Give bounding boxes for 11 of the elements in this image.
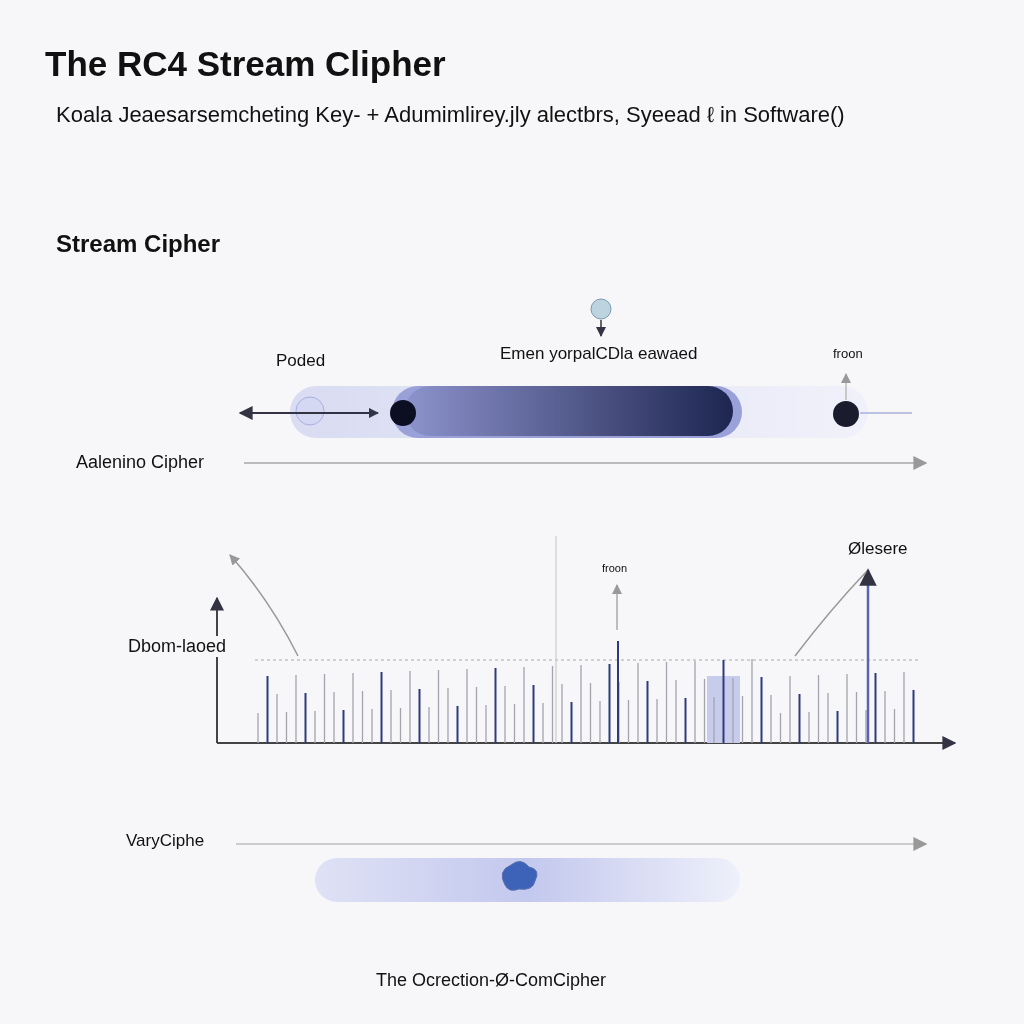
text-label: VaryCiphe	[126, 831, 205, 851]
section-heading: Stream Cipher	[56, 230, 221, 258]
text-label: froon	[833, 346, 863, 361]
caption: The Ocrection-Ø-ComCipher	[376, 970, 607, 991]
subtitle: Koala Jeaesarsemcheting Key- + Adumimlirey.jly alectbrs, Syeead ℓ in Software()	[56, 102, 845, 128]
text-label: Aalenino Cipher	[76, 452, 205, 473]
text-label: froon	[602, 562, 628, 574]
text-label: Emen yorpalCDla eawaed	[500, 344, 698, 364]
text-label: Poded	[276, 351, 326, 371]
title: The RC4 Stream Clipher	[45, 44, 446, 84]
text-label: Ølesere	[848, 539, 908, 559]
